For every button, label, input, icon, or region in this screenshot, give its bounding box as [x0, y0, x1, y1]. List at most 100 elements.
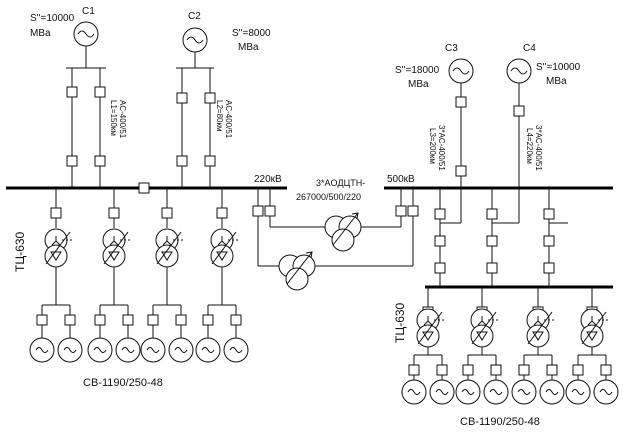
breaker	[434, 235, 446, 247]
wye-icon	[423, 316, 433, 326]
bus-section-breaker	[138, 182, 150, 194]
breaker	[600, 364, 612, 376]
breaker	[94, 86, 106, 98]
sine-wave-icon	[121, 347, 135, 353]
breaker	[176, 92, 188, 104]
source-c3: C3 S''=18000 MBa	[395, 43, 474, 90]
transformer-winding	[470, 324, 494, 348]
transformer-winding	[580, 324, 604, 348]
wye-icon	[587, 316, 597, 326]
source-c1-power: S''=10000	[30, 13, 75, 24]
source-c1-unit: MBa	[30, 28, 51, 39]
breaker	[161, 207, 173, 219]
transformer-winding	[102, 244, 126, 268]
generator-unit	[455, 287, 509, 405]
autotransformer-type: 3*AOДЦТН-	[316, 178, 365, 188]
breaker	[264, 205, 276, 217]
delta-icon	[50, 251, 62, 261]
sine-wave-icon	[435, 389, 449, 395]
sine-wave-icon	[489, 389, 503, 395]
breaker	[486, 208, 498, 220]
source-c1-name: C1	[82, 6, 95, 17]
left-transformer-type: ТЦ-630	[13, 231, 27, 272]
breaker	[518, 364, 530, 376]
generator-unit	[565, 287, 619, 405]
line-l2-length: L2=80км	[215, 100, 224, 131]
right-generator-type: СВ-1190/250-48	[460, 416, 540, 428]
source-c2-wave-icon	[186, 36, 204, 44]
delta-icon	[108, 251, 120, 261]
source-c2-name: C2	[188, 11, 201, 22]
source-c3-wave-icon	[452, 67, 470, 75]
line-l3-circuit: L3=200км 3*AC-400/51	[428, 90, 467, 188]
left-generator-type: СВ-1190/250-48	[83, 377, 163, 389]
breaker	[486, 262, 498, 274]
generator-unit	[401, 287, 455, 405]
transformer-winding	[416, 324, 440, 348]
wye-icon	[217, 236, 227, 246]
breaker	[94, 155, 106, 167]
line-l1-length: L1=150км	[109, 100, 118, 136]
line-l4-length: L4=220км	[525, 128, 534, 164]
transformer-winding	[210, 244, 234, 268]
breaker	[543, 235, 555, 247]
delta-icon	[422, 331, 434, 341]
delta-icon	[476, 331, 488, 341]
right-transformer-type: ТЦ-630	[393, 302, 407, 343]
line-l1-wire: AC-400/51	[118, 100, 127, 139]
sine-wave-icon	[93, 347, 107, 353]
breaker	[490, 364, 502, 376]
breaker	[546, 364, 558, 376]
wye-icon	[477, 316, 487, 326]
transformer-winding	[526, 324, 550, 348]
breaker	[513, 105, 525, 117]
bus-500kv-label: 500кВ	[387, 174, 415, 185]
wye-icon	[533, 316, 543, 326]
generator-unit	[140, 188, 194, 363]
source-c4-power: S''=10000	[536, 62, 581, 73]
breaker	[216, 207, 228, 219]
source-c4-unit: MBa	[546, 76, 567, 87]
delta-icon	[161, 251, 173, 261]
source-c4-wave-icon	[510, 67, 528, 75]
sine-wave-icon	[229, 347, 243, 353]
breaker	[202, 314, 214, 326]
wye-icon	[162, 236, 172, 246]
breaker	[436, 364, 448, 376]
sine-wave-icon	[517, 389, 531, 395]
breaker	[50, 207, 62, 219]
line-l2-wire: AC-400/51	[224, 100, 233, 139]
breaker	[395, 205, 407, 217]
line-l1-circuits: L1=150км AC-400/51	[66, 68, 127, 188]
breaker	[64, 314, 76, 326]
breaker	[434, 208, 446, 220]
breaker	[204, 155, 216, 167]
autotransformer-2	[278, 251, 316, 291]
breaker	[455, 165, 467, 177]
right-bus-feeders	[434, 188, 568, 287]
source-c3-name: C3	[445, 43, 458, 54]
autotransformer-1	[324, 212, 362, 252]
left-generator-units	[29, 188, 249, 363]
delta-icon	[586, 331, 598, 341]
line-l4-wire: 3*AC-400/51	[534, 125, 543, 171]
wye-icon	[51, 236, 61, 246]
sine-wave-icon	[545, 389, 559, 395]
source-c2: C2 S''=8000 MBa	[182, 11, 271, 68]
source-c4: C4 S''=10000 MBa	[506, 43, 581, 90]
breaker	[543, 262, 555, 274]
sine-wave-icon	[461, 389, 475, 395]
line-l3-wire: 3*AC-400/51	[437, 125, 446, 171]
sine-wave-icon	[35, 347, 49, 353]
breaker	[66, 155, 78, 167]
delta-icon	[216, 251, 228, 261]
sine-wave-icon	[146, 347, 160, 353]
transformer-winding	[155, 244, 179, 268]
breaker	[94, 314, 106, 326]
sine-wave-icon	[571, 389, 585, 395]
breaker	[108, 207, 120, 219]
breaker	[572, 364, 584, 376]
generator-unit	[511, 287, 565, 405]
breaker	[252, 205, 264, 217]
